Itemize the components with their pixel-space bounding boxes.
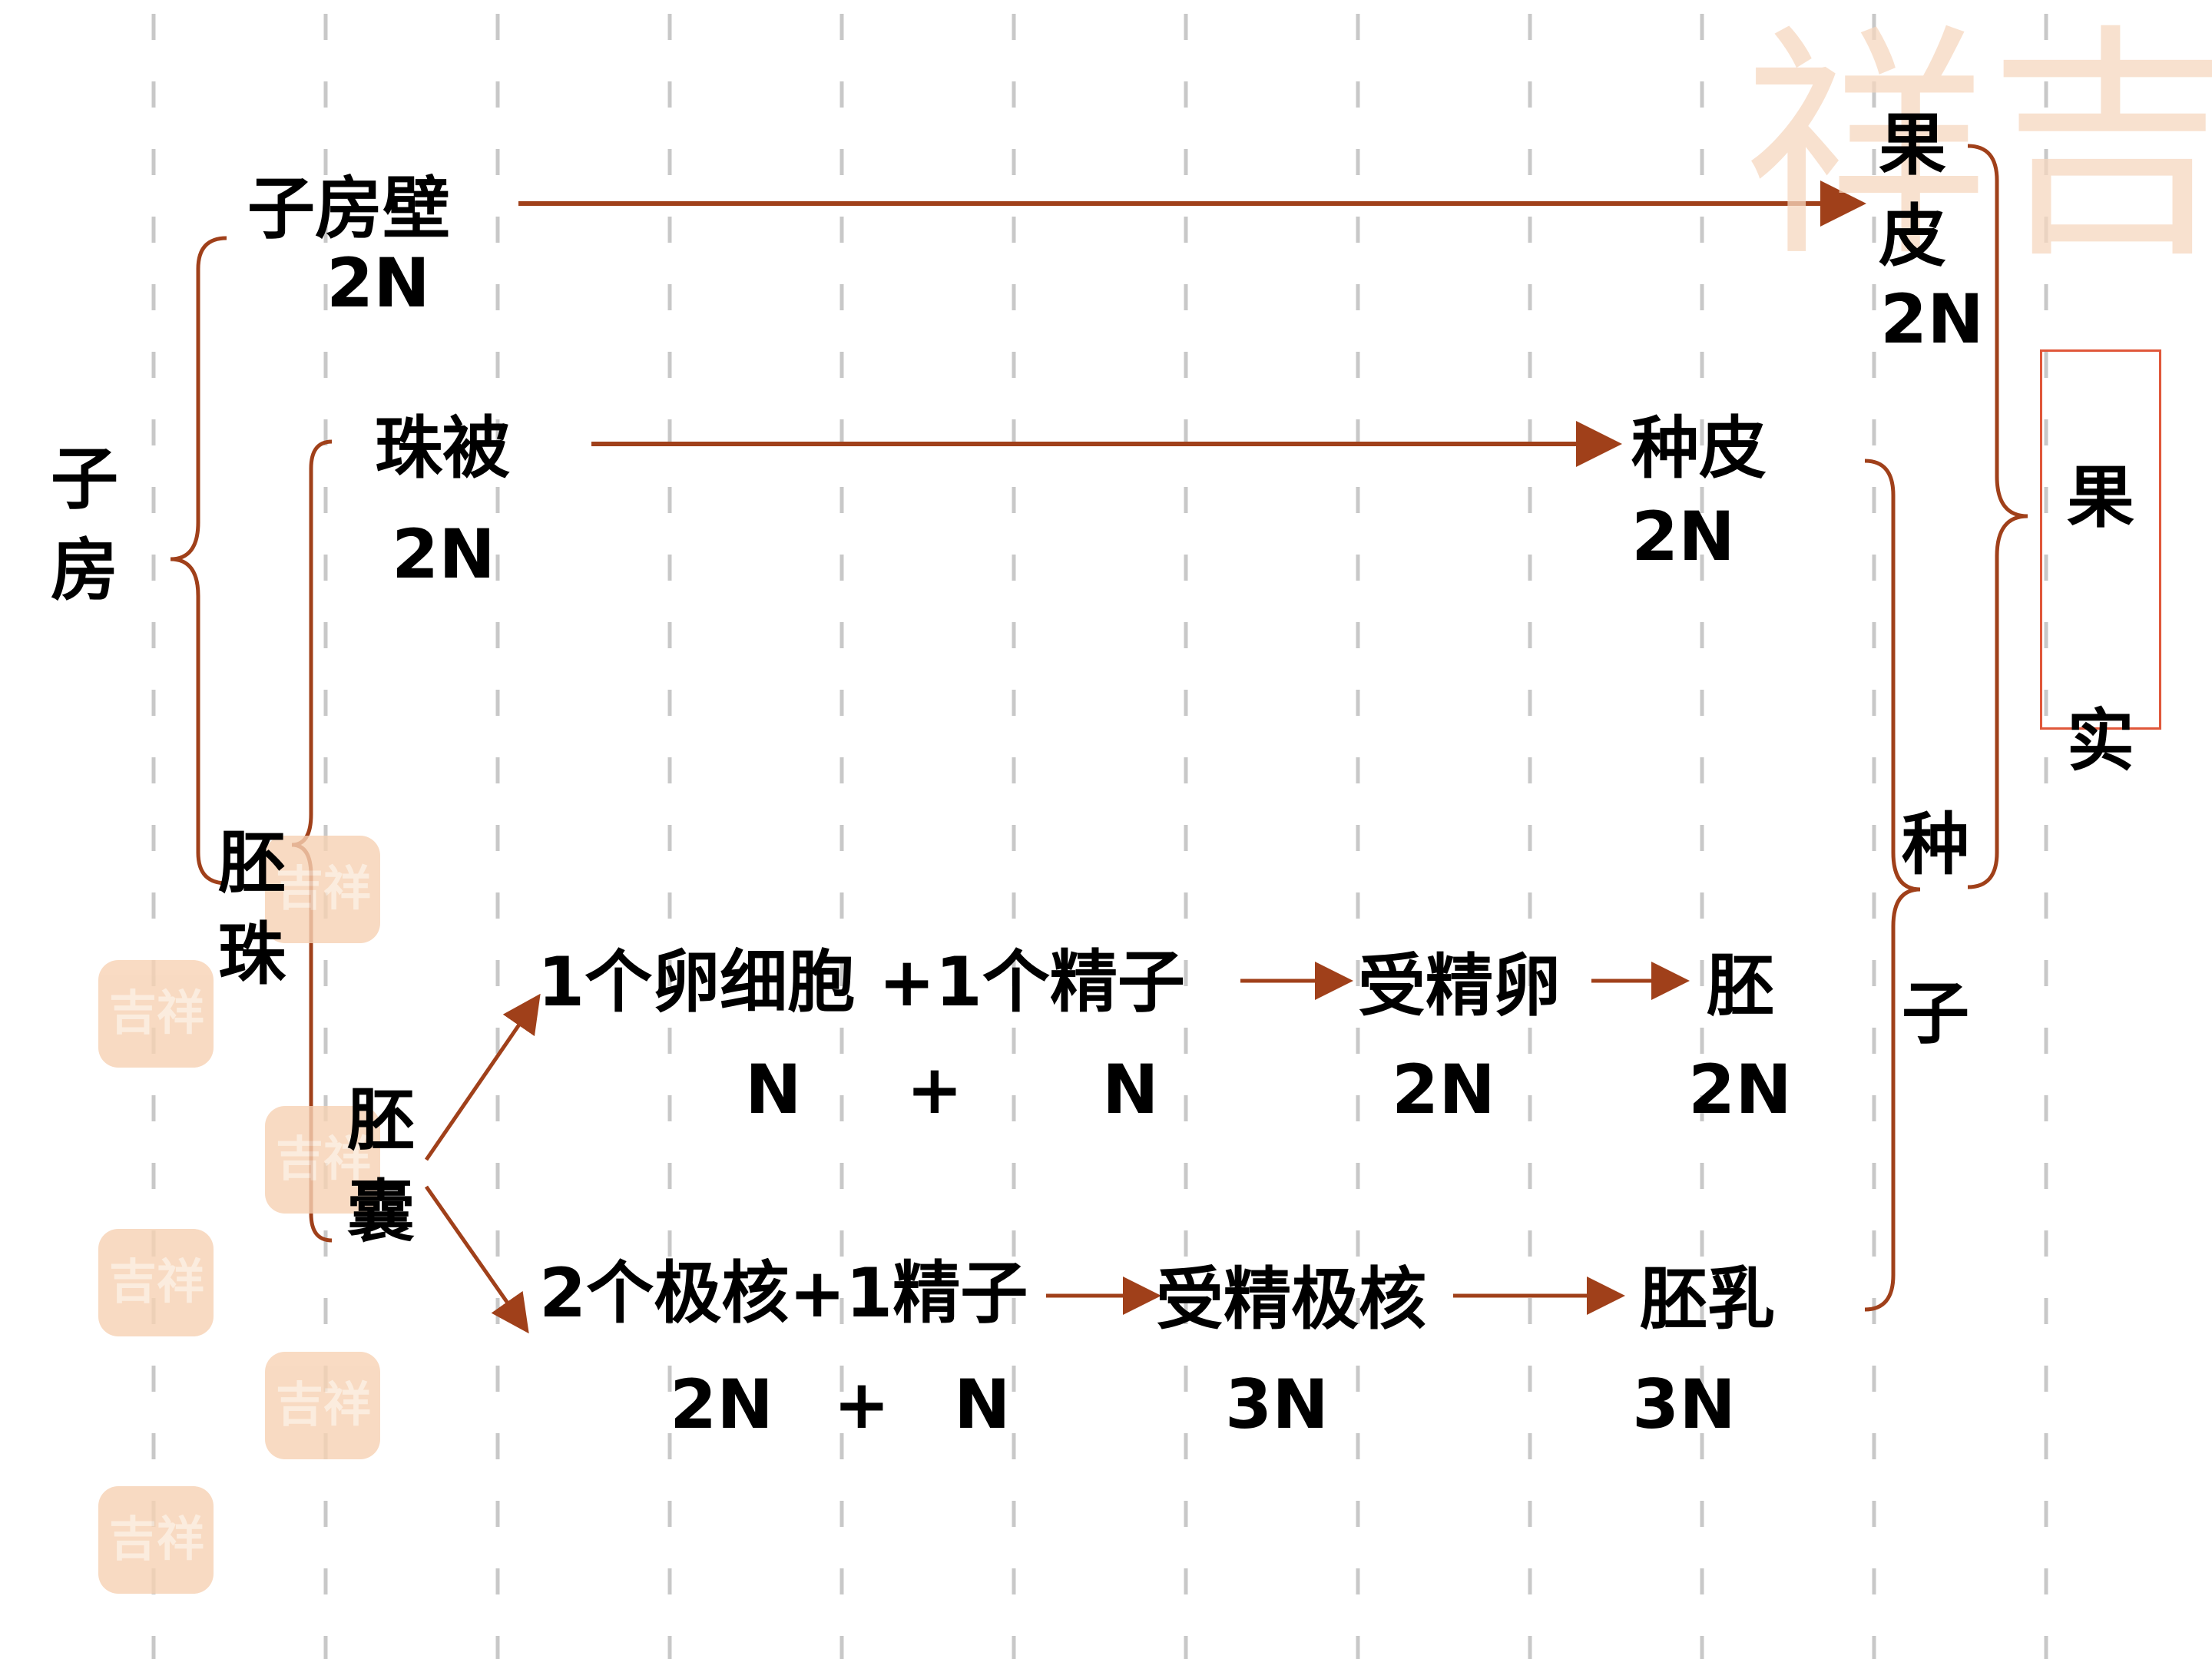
fruit-label: 果实: [2066, 458, 2134, 780]
seal-stamp-text: 吉祥: [276, 1376, 372, 1432]
polar-ploidy-a: 2N: [670, 1365, 773, 1444]
fruit-box: [2040, 349, 2161, 730]
pericarp-label: 果皮: [1878, 105, 1946, 276]
ovary-wall-label: 子房壁: [247, 169, 451, 248]
watermark-logo: 吉祥: [1700, 15, 2212, 261]
egg-ploidy-b: N: [1102, 1050, 1159, 1129]
seal-stamp: 吉祥: [98, 960, 214, 1068]
seed-label: 种子: [1901, 805, 1969, 1053]
polar-plus: +: [833, 1365, 890, 1444]
fruit-brace: [1967, 144, 2028, 889]
seed-coat-label: 种皮: [1631, 409, 1767, 488]
ovule-label: 胚珠: [217, 823, 286, 994]
seal-stamp: 吉祥: [265, 836, 380, 943]
zygote-label: 受精卵: [1358, 946, 1561, 1025]
integument-label: 珠被: [375, 409, 511, 488]
zygote-ploidy: 2N: [1392, 1050, 1495, 1129]
seal-stamp: 吉祥: [265, 1106, 380, 1214]
embryo-sac-label: 胚囊: [346, 1081, 415, 1251]
seal-stamp-text: 吉祥: [276, 1131, 372, 1187]
seal-stamp: 吉祥: [98, 1486, 214, 1594]
polar-ploidy-b: N: [954, 1365, 1011, 1444]
seed-coat-ploidy: 2N: [1631, 497, 1735, 576]
arrow-embryo-sac-to-polar: [424, 1185, 529, 1334]
integument-ploidy: 2N: [392, 515, 495, 594]
endosperm-label: 胚乳: [1640, 1260, 1776, 1339]
fertilized-polar-ploidy: 3N: [1225, 1365, 1329, 1444]
polar-equation: 2个极核+1精子: [539, 1253, 1028, 1333]
egg-ploidy-a: N: [745, 1050, 802, 1129]
pericarp-ploidy: 2N: [1880, 280, 1984, 359]
endosperm-ploidy: 3N: [1632, 1365, 1736, 1444]
embryo-ploidy: 2N: [1688, 1050, 1792, 1129]
seal-stamp-text: 吉祥: [109, 1511, 205, 1567]
seal-stamp-text: 吉祥: [276, 860, 372, 916]
arrow-embryo-sac-to-egg: [424, 993, 541, 1161]
fertilized-polar-label: 受精极核: [1156, 1260, 1427, 1339]
seal-stamp-text: 吉祥: [109, 1253, 205, 1310]
egg-plus: +: [906, 1050, 963, 1129]
seal-stamp: 吉祥: [265, 1352, 380, 1459]
ovary-label: 子房: [50, 439, 118, 610]
embryo-label: 胚: [1707, 946, 1775, 1025]
seed-brace: [1864, 459, 1921, 1312]
seal-stamp-text: 吉祥: [109, 985, 205, 1041]
ovary-wall-ploidy: 2N: [326, 243, 430, 323]
ovary-brace: [170, 236, 227, 886]
seal-stamp: 吉祥: [98, 1229, 214, 1336]
egg-equation: 1个卵细胞 +1个精子: [538, 942, 1185, 1022]
